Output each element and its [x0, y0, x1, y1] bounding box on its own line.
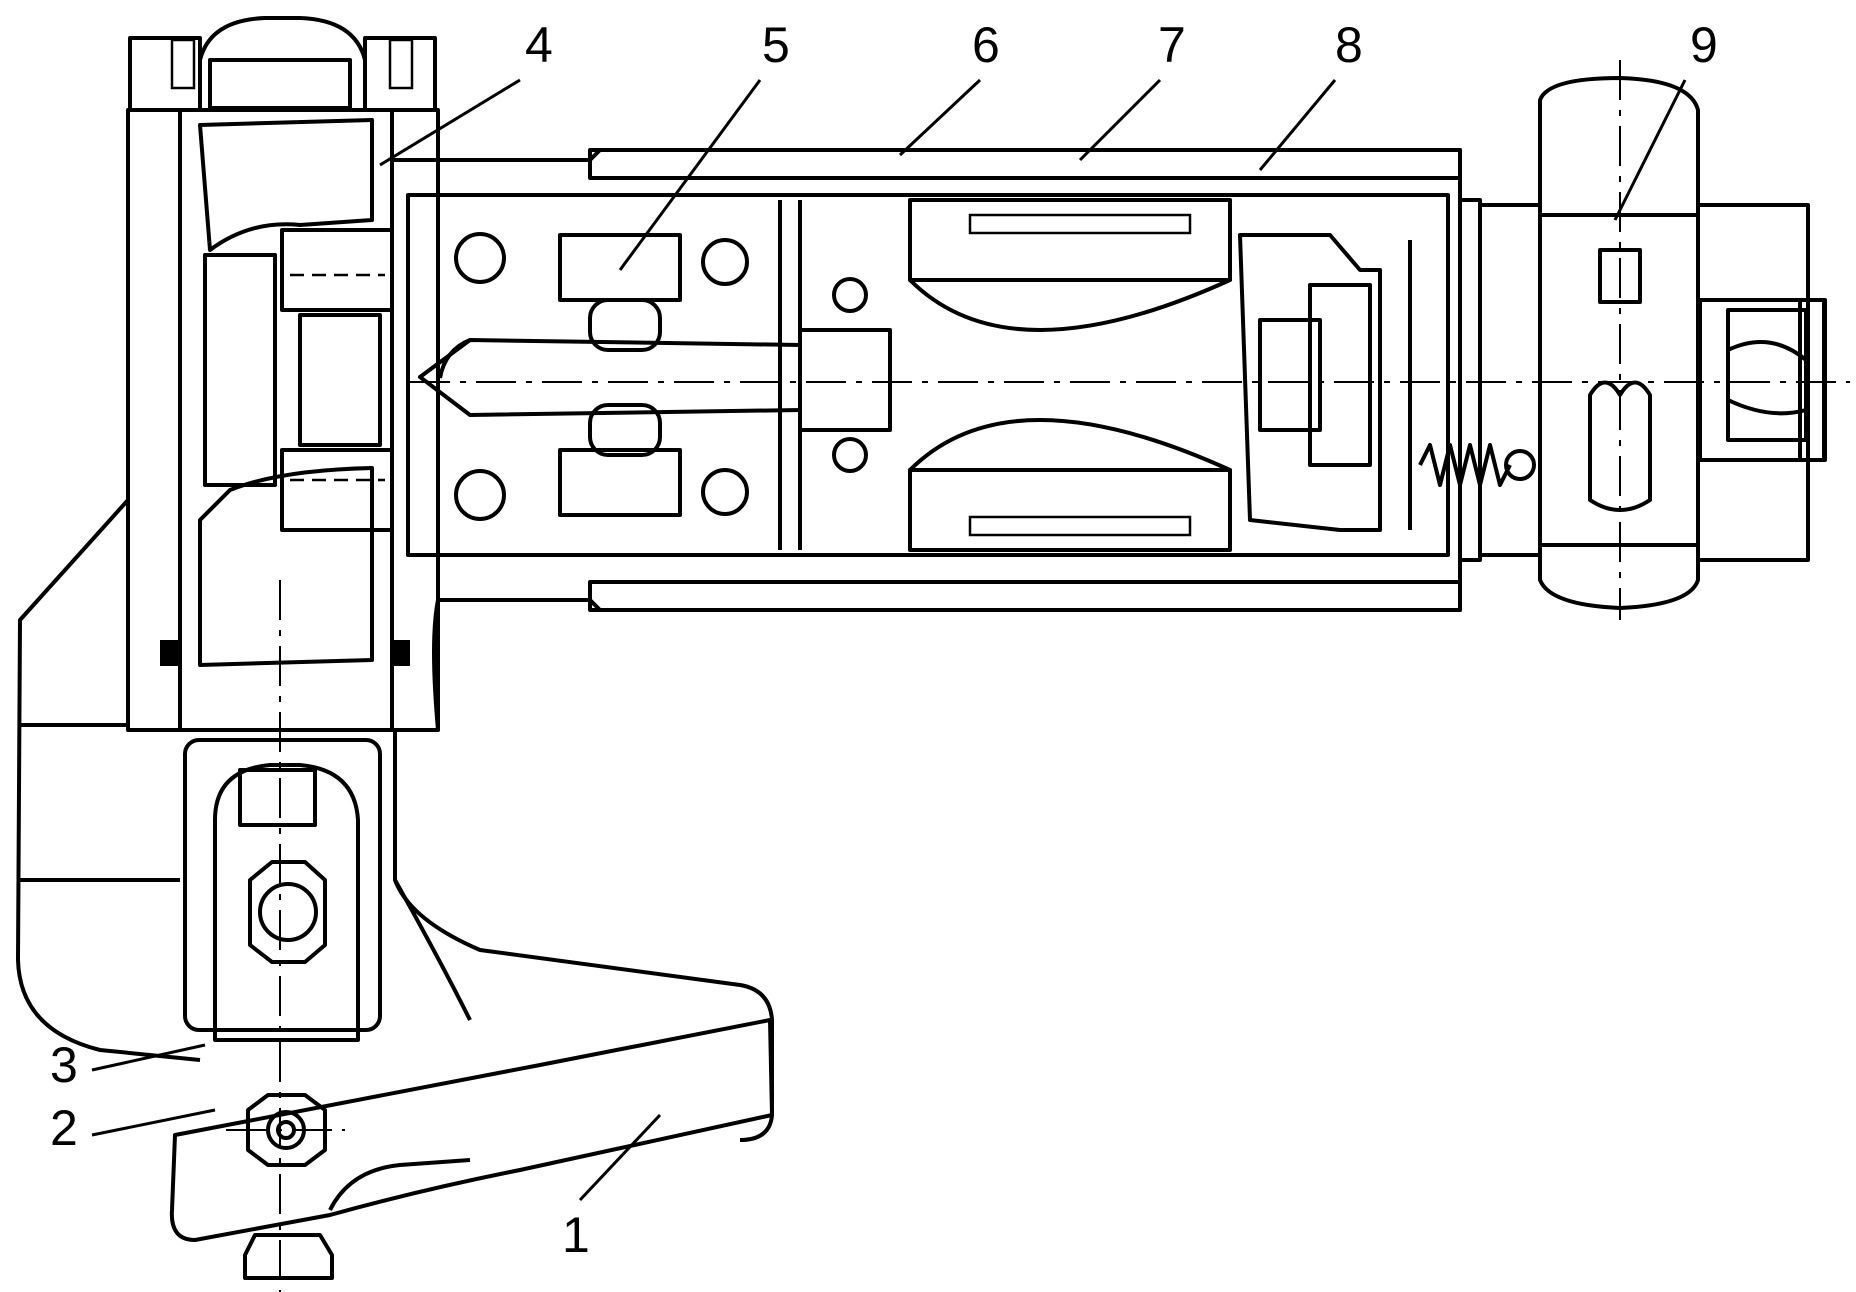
label-2: 2: [50, 1100, 78, 1156]
label-8: 8: [1335, 17, 1363, 73]
label-5: 5: [762, 17, 790, 73]
callout-leaders: [91, 78, 1687, 1202]
label-3: 3: [50, 1037, 78, 1093]
label-7: 7: [1158, 17, 1186, 73]
center-lines: [226, 60, 1850, 1292]
switch-knob: [1460, 76, 1827, 610]
label-1: 1: [562, 1207, 590, 1263]
guard-body: [16, 498, 774, 1142]
label-6: 6: [972, 17, 1000, 73]
label-4: 4: [525, 17, 553, 73]
motor-housing: [390, 148, 1536, 732]
spindle-clamp: [169, 738, 774, 1280]
callout-labels: 1 2 3 4 5 6 7 8 9: [50, 17, 1718, 1263]
label-9: 9: [1690, 17, 1718, 73]
